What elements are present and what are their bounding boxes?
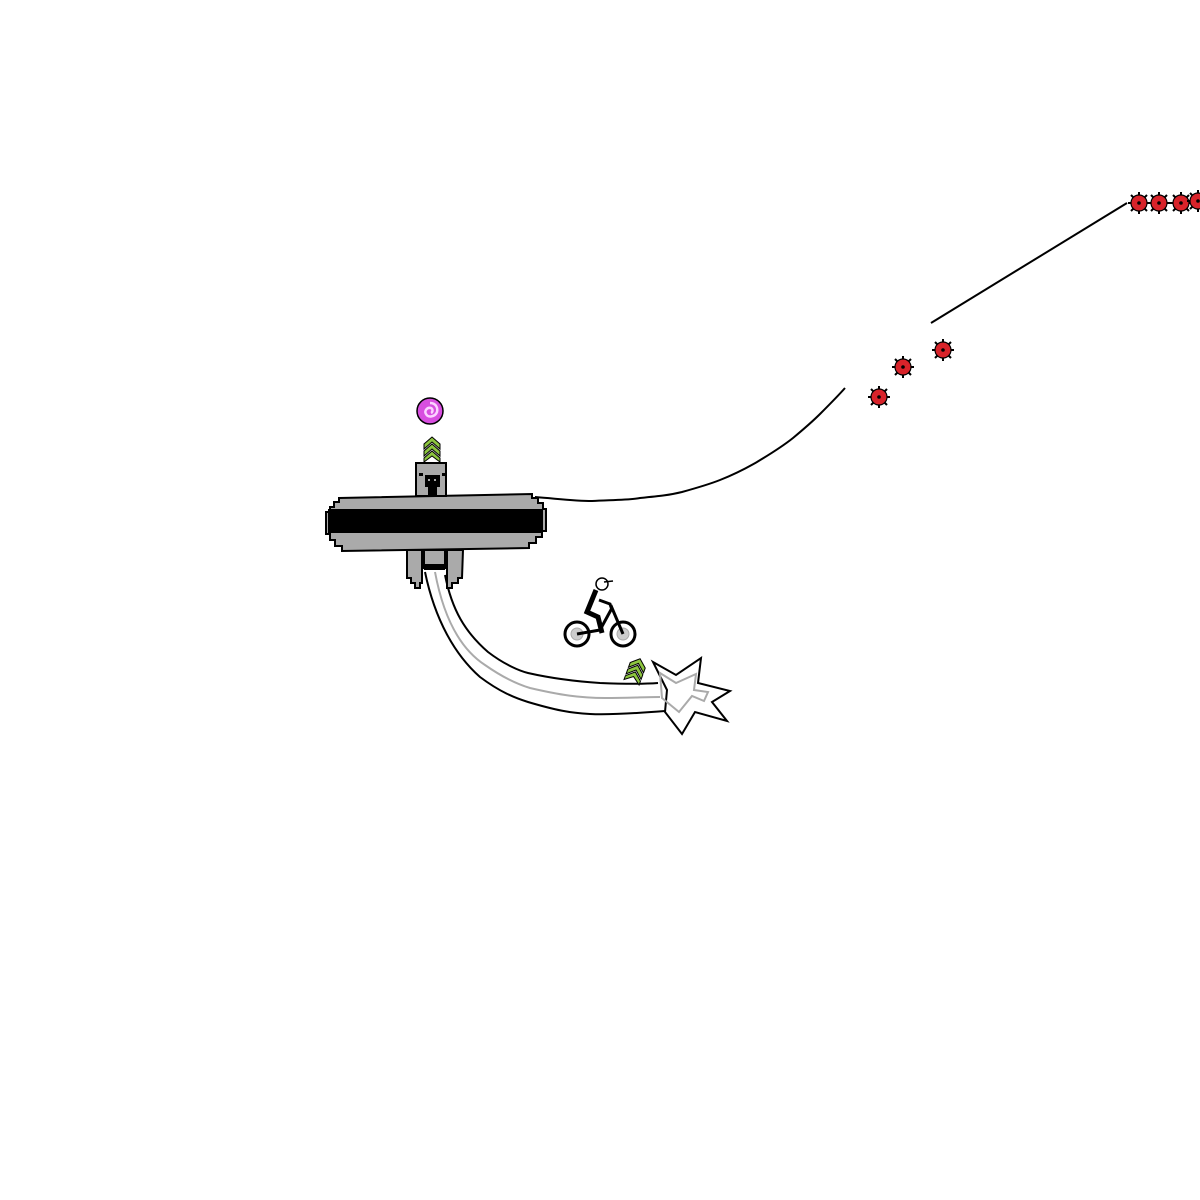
mine-icon <box>1127 191 1151 215</box>
track-line-upper <box>930 202 1128 324</box>
robot-icon <box>419 473 446 496</box>
bike-rider[interactable] <box>563 577 637 648</box>
mine-icon <box>867 385 891 409</box>
boost-icon <box>623 655 649 686</box>
mine-icon <box>931 338 955 362</box>
star-scenery-inner <box>658 671 710 714</box>
tube-middle-line <box>434 571 661 700</box>
mine-icon <box>1169 191 1193 215</box>
platform-scenery <box>325 462 547 589</box>
mine-icon <box>891 355 915 379</box>
mine-icon <box>1186 189 1200 213</box>
tube-top-line <box>444 574 659 685</box>
boost-icon <box>423 436 441 463</box>
tube-bottom-line <box>424 571 666 716</box>
track-line-ramp <box>534 387 846 503</box>
teleport-icon <box>416 397 444 425</box>
mine-icon <box>1147 191 1171 215</box>
